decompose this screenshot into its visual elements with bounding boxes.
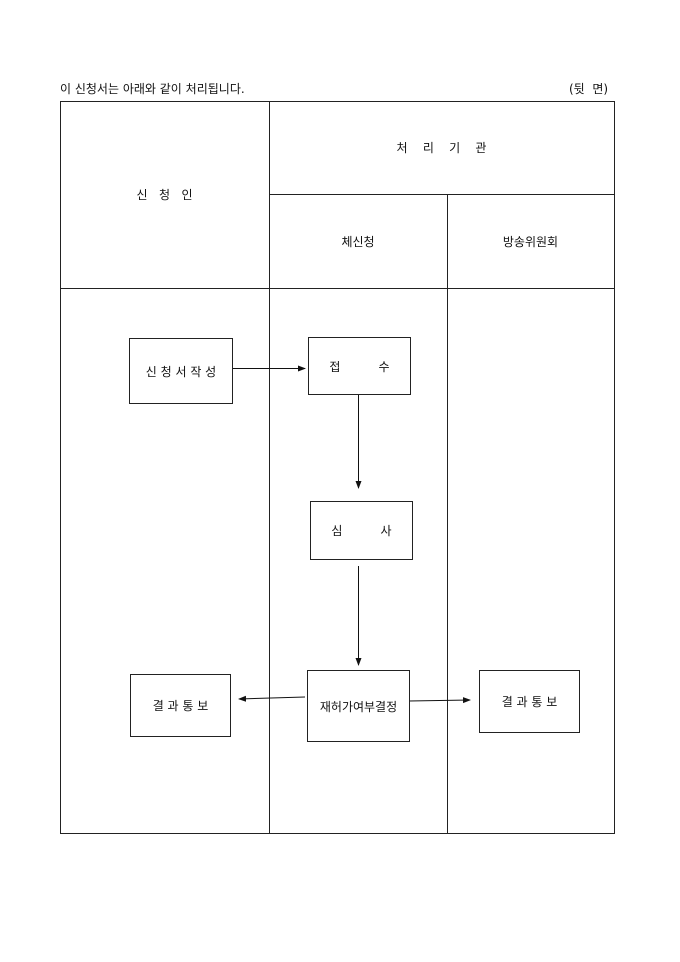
header-agency-commission: 방송위원회 — [502, 234, 559, 249]
step-decision: 재허가여부결정 — [307, 670, 410, 742]
step-write-application: 신 청 서 작 성 — [129, 338, 233, 404]
step-notify-applicant: 결 과 통 보 — [130, 674, 231, 737]
arrow-to-applicant-notice — [238, 695, 306, 702]
arrow-to-commission-notice — [408, 697, 471, 704]
intro-text: 이 신청서는 아래와 같이 처리됩니다. — [60, 82, 245, 96]
header-agency: 처 리 기 관 — [396, 141, 487, 155]
page-side-label: (뒷 면) — [569, 82, 609, 96]
step-review: 심 사 — [310, 501, 413, 560]
header-applicant: 신 청 인 — [136, 188, 193, 202]
header-agency-postal: 체신청 — [341, 234, 375, 249]
step-notify-commission: 결 과 통 보 — [479, 670, 580, 733]
step-receipt: 접 수 — [308, 337, 411, 395]
table-border — [60, 101, 615, 834]
